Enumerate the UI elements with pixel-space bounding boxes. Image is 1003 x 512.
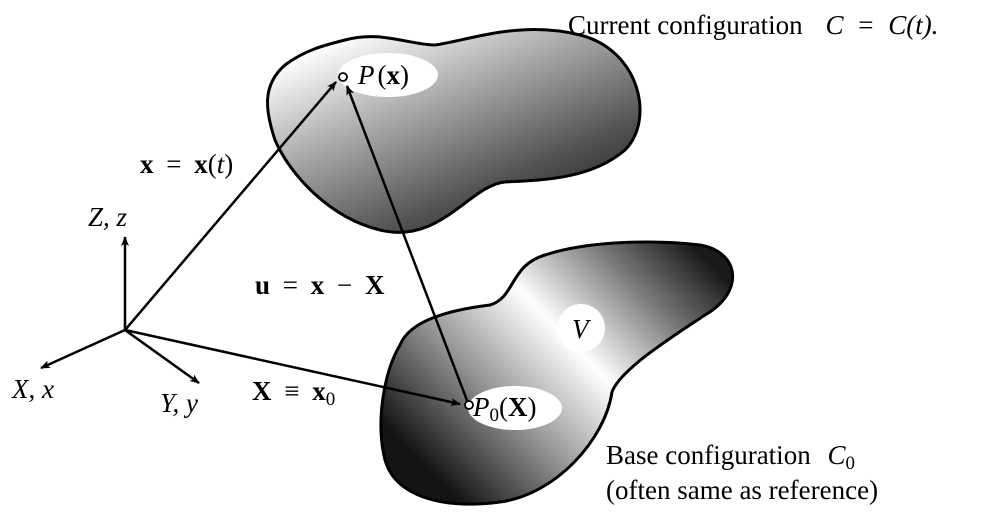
disp-lhs: u xyxy=(255,270,270,300)
pos-vec-rhs: x xyxy=(194,149,208,179)
p0-label-background xyxy=(468,386,562,430)
point-p-label: P(x) xyxy=(357,60,409,90)
ref-vec-lhs: X xyxy=(252,376,272,406)
pos-vec-arg: t xyxy=(217,149,226,179)
point-p-close: ) xyxy=(400,60,409,90)
reference-vector-label: X ≡ x0 xyxy=(252,376,335,410)
reference-vector-X xyxy=(124,328,461,406)
base-config-symbol: C xyxy=(827,440,846,470)
displacement-label: u = x − X xyxy=(255,270,385,300)
disp-a: x xyxy=(311,270,325,300)
volume-label: V xyxy=(572,314,592,344)
base-configuration-label: Base configuration C0 xyxy=(606,440,855,474)
current-config-prefix: Current configuration xyxy=(568,10,803,40)
pos-vec-open: ( xyxy=(208,149,217,179)
ref-vec-rhs: x xyxy=(312,376,326,406)
ref-vec-eq: ≡ xyxy=(284,376,299,406)
current-config-rhs-arg: (t). xyxy=(906,10,938,40)
point-p0-arg: X xyxy=(508,392,528,422)
y-axis xyxy=(124,328,200,385)
point-p0 xyxy=(464,400,474,410)
point-p0-symbol: P xyxy=(472,392,490,422)
point-p0-close: ) xyxy=(528,392,537,422)
pos-vec-eq: = xyxy=(166,149,181,179)
disp-eq: = xyxy=(283,270,298,300)
point-p xyxy=(338,72,348,82)
disp-minus: − xyxy=(337,270,352,300)
volume-label-background xyxy=(557,304,605,352)
current-configuration-body xyxy=(266,28,642,234)
y-axis-label: Y, y xyxy=(160,388,198,418)
current-configuration-label: Current configuration C = C(t). xyxy=(568,10,938,40)
point-p-open: ( xyxy=(378,60,387,90)
position-vector-x xyxy=(124,81,337,331)
base-config-sub: 0 xyxy=(845,453,855,474)
pos-vec-close: ) xyxy=(224,149,233,179)
x-axis-label: X, x xyxy=(11,374,54,404)
ref-vec-sub: 0 xyxy=(326,389,336,410)
p-label-background xyxy=(338,53,438,97)
current-config-rhs-symbol: C xyxy=(888,10,907,40)
point-p-arg: x xyxy=(387,60,401,90)
position-vector-label: x = x(t) xyxy=(140,149,233,179)
base-configuration-note: (often same as reference) xyxy=(606,475,878,505)
pos-vec-lhs: x xyxy=(140,149,154,179)
point-p0-sub: 0 xyxy=(490,405,500,426)
base-config-prefix: Base configuration xyxy=(606,440,811,470)
z-axis-label: Z, z xyxy=(88,202,128,232)
point-p0-open: ( xyxy=(499,392,508,422)
x-axis xyxy=(40,328,126,370)
current-config-symbol: C xyxy=(825,10,844,40)
point-p-symbol: P xyxy=(357,60,375,90)
current-config-equals: = xyxy=(858,10,873,40)
base-configuration-body xyxy=(379,240,734,506)
disp-b: X xyxy=(365,270,385,300)
point-p0-label: P0(X) xyxy=(472,392,537,426)
displacement-vector-u xyxy=(345,85,470,404)
